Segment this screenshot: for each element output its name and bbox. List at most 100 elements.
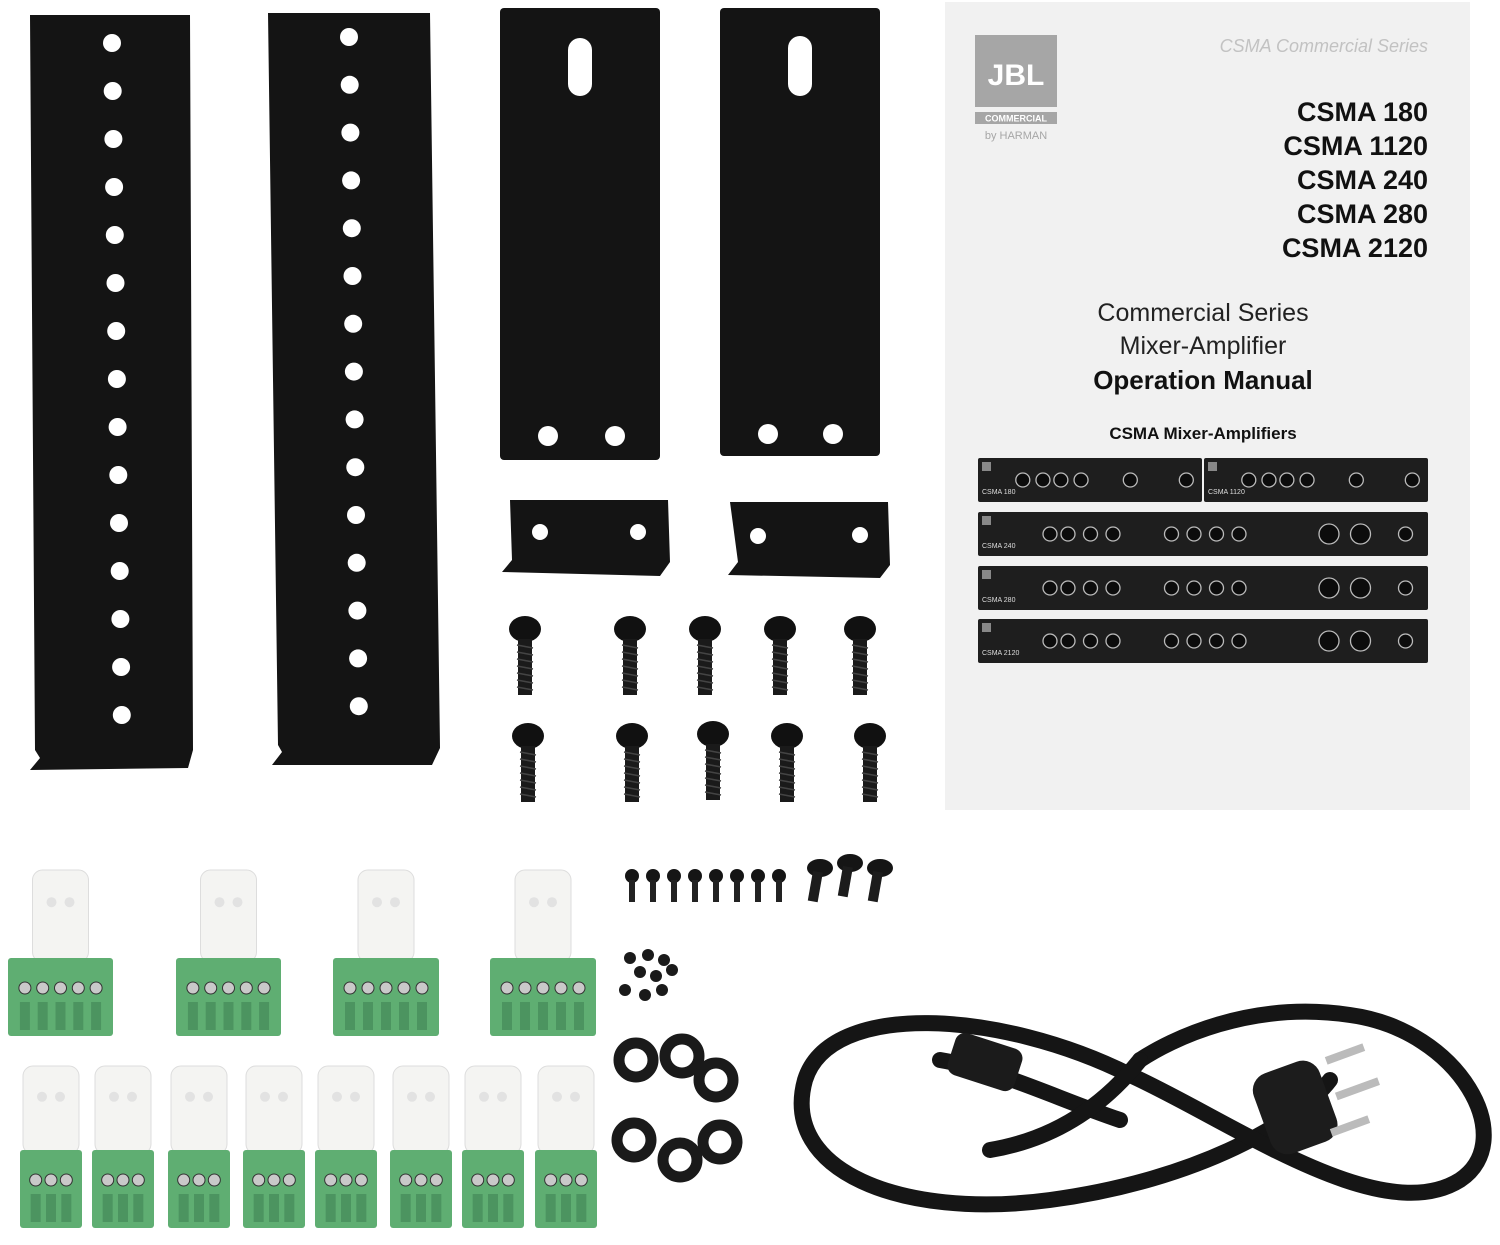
terminal-slot	[325, 1194, 336, 1222]
screw-thread	[696, 679, 714, 684]
screw-thread	[861, 758, 879, 763]
screw-thread	[851, 672, 869, 677]
terminal-slot	[61, 1194, 72, 1222]
screw-thread	[771, 644, 789, 649]
terminal-body	[333, 958, 439, 1036]
angle-bracket-right	[728, 502, 890, 578]
terminal-block	[176, 869, 281, 1036]
panel-knob	[1060, 580, 1076, 596]
mounting-plate-left	[500, 8, 660, 460]
terminal-screw	[399, 1173, 413, 1187]
terminal-slot	[561, 1194, 571, 1222]
screw-head	[697, 721, 729, 747]
operation-manual: JBL COMMERCIAL by HARMAN CSMA Commercial…	[945, 2, 1470, 810]
bracket-hole	[344, 314, 363, 333]
screw-thread	[621, 679, 639, 684]
panel-knob	[1299, 472, 1315, 488]
terminal-block	[92, 1065, 154, 1228]
terminal-slot	[488, 1194, 498, 1222]
bracket-hole	[341, 123, 360, 142]
bracket-hole	[347, 506, 365, 524]
small-screw-shaft	[629, 880, 635, 902]
panel-knob	[1261, 472, 1277, 488]
rack-screw	[854, 723, 886, 802]
washer	[659, 1033, 705, 1079]
series-header: CSMA Commercial Series	[1220, 36, 1428, 56]
logo-brand: JBL	[988, 59, 1045, 92]
screw-thread	[696, 665, 714, 670]
terminal-block	[462, 1065, 524, 1228]
model-name: CSMA 1120	[1283, 131, 1428, 161]
tiny-screw	[639, 989, 651, 1001]
label-tab	[537, 1065, 595, 1155]
screw-thread	[771, 679, 789, 684]
terminal-block	[490, 869, 596, 1036]
terminal-slot	[538, 1002, 548, 1030]
screw-thread	[519, 765, 537, 770]
screw-thread	[861, 765, 879, 770]
panel-knob	[1208, 633, 1225, 649]
tab-hole	[350, 1091, 360, 1102]
terminal-block-connectors	[8, 869, 597, 1228]
small-screw-shaft	[713, 880, 719, 902]
terminal-screw	[536, 981, 550, 995]
bracket-hole	[347, 553, 366, 572]
bracket-hole	[108, 418, 127, 436]
label-tab	[514, 869, 572, 963]
bracket-hole	[105, 178, 124, 196]
bracket-hole	[110, 562, 129, 580]
tab-hole	[109, 1091, 119, 1102]
screw-thread	[851, 658, 869, 663]
terminal-slot	[223, 1002, 234, 1030]
terminal-screw	[204, 981, 218, 995]
panel-face	[978, 619, 1428, 663]
rack-bracket-left	[30, 15, 193, 770]
panel-logo	[982, 516, 991, 525]
panel-knob	[1105, 526, 1121, 542]
screw-thread	[519, 779, 537, 784]
terminal-block	[168, 1065, 230, 1228]
panel-model-label: CSMA 2120	[982, 650, 1019, 657]
terminal-slot	[187, 1002, 198, 1030]
small-screw-shaft	[650, 880, 656, 902]
tiny-screw	[666, 964, 678, 976]
screw-thread	[623, 758, 641, 763]
terminal-slot	[209, 1194, 220, 1222]
amplifier-panel: CSMA 280	[978, 566, 1428, 610]
terminal-slot	[502, 1002, 512, 1030]
panel-knob	[1082, 633, 1099, 649]
panel-knob	[1397, 526, 1414, 542]
panel-knob	[1186, 633, 1202, 649]
angle-bracket-left	[502, 500, 670, 576]
rack-screw	[697, 721, 729, 800]
terminal-block	[390, 1065, 452, 1228]
tab-hole	[479, 1091, 489, 1102]
tab-hole	[547, 897, 557, 908]
bracket-hole	[109, 466, 128, 484]
panel-knob	[1231, 526, 1247, 542]
terminal-block	[243, 1065, 305, 1228]
bracket-hole	[112, 706, 131, 724]
terminal-body	[176, 958, 281, 1036]
rack-screw	[844, 616, 876, 695]
screw-head	[764, 616, 796, 642]
terminal-slot	[545, 1194, 556, 1222]
tab-hole	[46, 897, 57, 908]
screw-thread	[516, 651, 534, 656]
screw-thread	[851, 651, 869, 656]
label-tab	[245, 1065, 303, 1155]
terminal-screw	[559, 1173, 573, 1187]
tab-hole	[390, 897, 400, 908]
terminal-slot	[19, 1002, 30, 1030]
screw-thread	[704, 749, 722, 754]
small-screw	[646, 869, 660, 883]
screw-thread	[519, 772, 537, 777]
terminal-slot	[133, 1194, 144, 1222]
tab-hole	[278, 1091, 288, 1102]
panel-logo	[982, 462, 991, 471]
terminal-screw	[101, 1173, 115, 1187]
amplifier-panel: CSMA 180	[978, 458, 1202, 502]
label-tab	[170, 1065, 228, 1155]
